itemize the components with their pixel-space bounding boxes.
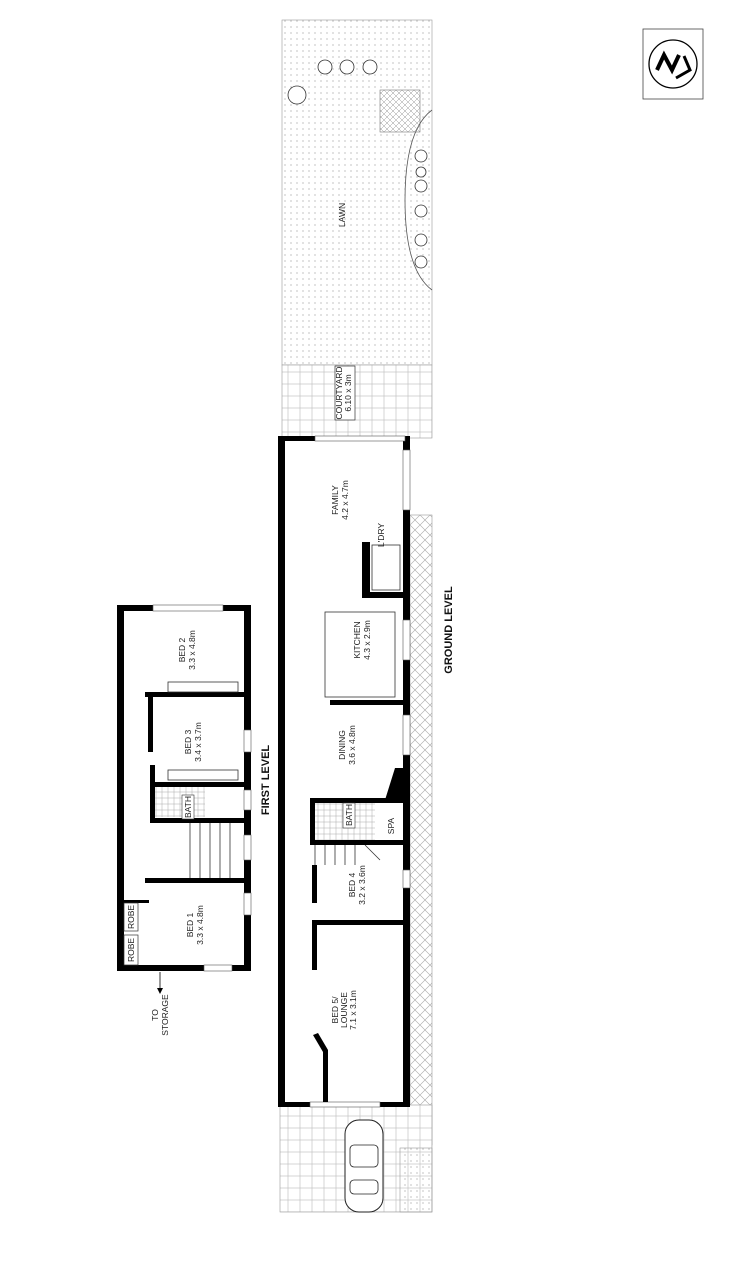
- north-arrow-icon: [642, 28, 704, 100]
- ground-level-plan: FAMILY 4.2 x 4.7m L'DRY KITCHEN 4.3 x 2.…: [278, 435, 411, 1108]
- bed3-size: 3.4 x 3.7m: [193, 722, 203, 762]
- courtyard: COURTYARD 6.10 x 3m: [281, 364, 433, 439]
- car-icon: [344, 1119, 384, 1213]
- ground-level-title: GROUND LEVEL: [443, 586, 455, 674]
- lawn-area: LAWN: [281, 19, 433, 366]
- kitchen-label: KITCHEN: [352, 621, 362, 658]
- bed1-size: 3.3 x 4.8m: [195, 905, 205, 945]
- tree-icon: [287, 85, 307, 105]
- bed5-size: 7.1 x 3.1m: [348, 990, 358, 1030]
- bed2-label: BED 2: [177, 637, 187, 662]
- lawn-label: LAWN: [337, 203, 347, 227]
- laundry-label: L'DRY: [376, 523, 386, 547]
- family-size: 4.2 x 4.7m: [340, 480, 350, 520]
- first-level-plan: BED 2 3.3 x 4.8m BED 3 3.4 x 3.7m BATH B…: [117, 604, 252, 972]
- dining-label: DINING: [337, 730, 347, 760]
- bed1-label: BED 1: [185, 912, 195, 937]
- storage-label-2: STORAGE: [160, 994, 170, 1036]
- to-storage-note: TO STORAGE: [150, 972, 170, 1036]
- dining-size: 3.6 x 4.8m: [347, 725, 357, 765]
- family-label: FAMILY: [330, 485, 340, 515]
- courtyard-size: 6.10 x 3m: [343, 374, 353, 411]
- bed3-label: BED 3: [183, 729, 193, 754]
- ground-bath-label: BATH: [344, 804, 354, 826]
- bed4-size: 3.2 x 3.6m: [357, 865, 367, 905]
- courtyard-label: COURTYARD: [334, 366, 344, 419]
- bed5-label-2: LOUNGE: [339, 992, 349, 1028]
- front-yard: [279, 1104, 433, 1213]
- bed2-size: 3.3 x 4.8m: [187, 630, 197, 670]
- kitchen-size: 4.3 x 2.9m: [362, 620, 372, 660]
- plant-icon: [317, 59, 428, 269]
- arrow-down-icon: [157, 988, 163, 994]
- bed5-label: BED 5/: [330, 996, 340, 1024]
- robe-label-1: ROBE: [126, 905, 136, 929]
- spa-label: SPA: [386, 817, 396, 834]
- bed4-label: BED 4: [347, 872, 357, 897]
- first-level-title: FIRST LEVEL: [260, 745, 272, 816]
- storage-label-1: TO: [150, 1009, 160, 1021]
- side-path: [409, 514, 433, 1146]
- first-bath-label: BATH: [183, 796, 193, 818]
- robe-label-2: ROBE: [126, 938, 136, 962]
